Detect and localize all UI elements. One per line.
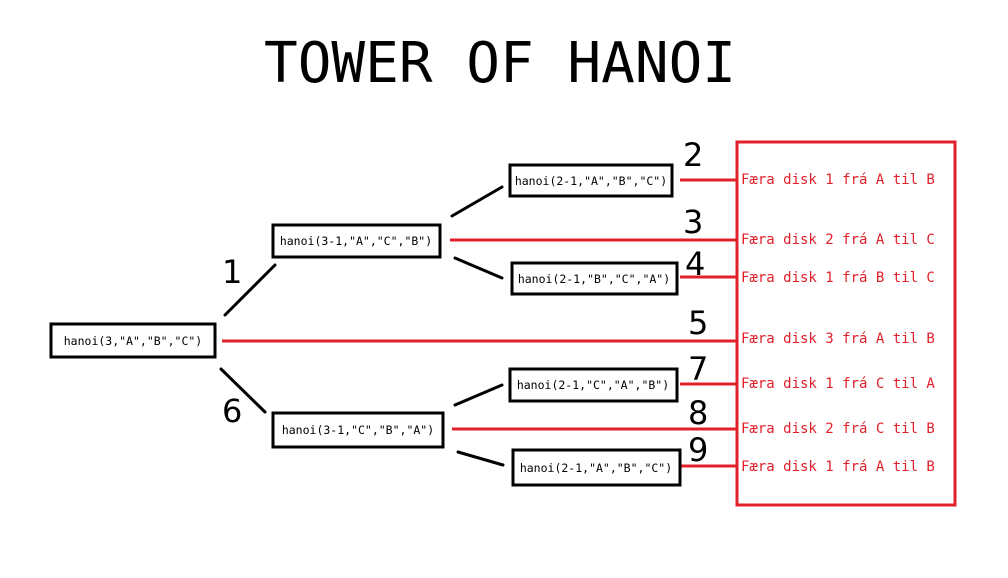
move-text-4: Færa disk 3 frá A til B [741,331,935,347]
move-text-1: Færa disk 1 frá A til B [741,172,935,188]
move-text-2: Færa disk 2 frá A til C [741,232,935,248]
step-number-6: 6 [222,392,242,430]
node-upper-mid-box [271,223,442,259]
node-boxes [49,163,682,487]
node-lower-mid-box [271,411,445,449]
move-text-6: Færa disk 2 frá C til B [741,421,935,437]
node-leaf-3-label: hanoi(2-1,"C","A","B") [517,378,669,392]
step-number-2: 2 [683,136,703,174]
move-text-5: Færa disk 1 frá C til A [741,376,935,392]
diagram-title: TOWER OF HANOI [264,31,736,96]
node-leaf-4-box [511,448,682,487]
node-root-box [49,322,217,359]
step-number-1: 1 [222,253,242,291]
node-leaf-4-label: hanoi(2-1,"A","B","C") [520,461,672,475]
step-number-3: 3 [683,203,703,241]
move-text-3: Færa disk 1 frá B til C [741,270,935,286]
edge-upper-leaf2 [453,256,504,280]
node-leaf-1-box [508,163,674,198]
move-text-7: Færa disk 1 frá A til B [741,459,935,475]
step-number-9: 9 [688,431,708,469]
move-lines [222,178,738,468]
edge-root-upper [223,263,277,317]
edge-lower-leaf3 [453,383,504,407]
node-leaf-2-label: hanoi(2-1,"B","C","A") [518,272,670,286]
edge-root-lower [219,367,267,414]
edge-lower-leaf4 [456,450,505,467]
step-number-7: 7 [688,350,708,388]
step-number-5: 5 [688,304,708,342]
moves-panel [735,140,957,507]
node-lower-mid-label: hanoi(3-1,"C","B","A") [282,423,434,437]
edge-upper-leaf1 [450,185,504,218]
node-root-label: hanoi(3,"A","B","C") [64,334,202,348]
step-number-8: 8 [688,394,708,432]
tree-edges [219,185,505,467]
node-leaf-3-box [508,367,679,403]
node-leaf-2-box [510,261,679,296]
node-leaf-1-label: hanoi(2-1,"A","B","C") [515,174,667,188]
node-upper-mid-label: hanoi(3-1,"A","C","B") [280,234,432,248]
step-number-4: 4 [685,245,705,283]
